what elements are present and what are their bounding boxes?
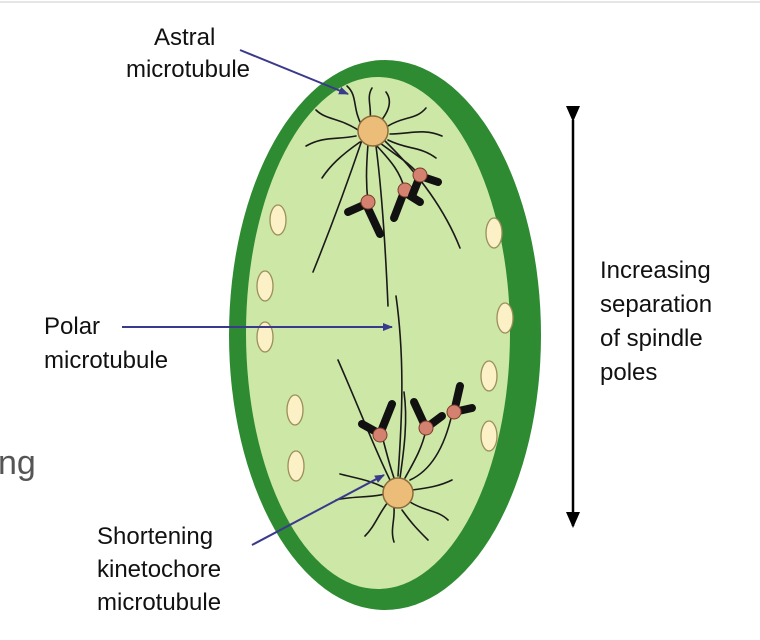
astral-label-line: Astral bbox=[154, 24, 215, 51]
cytoplasm bbox=[246, 77, 510, 589]
chromosome bbox=[408, 167, 442, 200]
lower-spindle-pole bbox=[382, 477, 414, 509]
separation-label-line: poles bbox=[600, 359, 657, 386]
chromosome bbox=[410, 398, 446, 436]
vesicle bbox=[480, 360, 498, 392]
upper-spindle-fibers bbox=[312, 139, 461, 307]
vesicle bbox=[496, 302, 514, 334]
astral-pointer-arrow bbox=[239, 49, 349, 95]
kinetochore-pointer-arrow bbox=[251, 474, 385, 546]
polar-label-line: Polar bbox=[44, 313, 100, 340]
separation-label: Increasing separation of spindle poles bbox=[600, 257, 719, 386]
separation-label-line: separation bbox=[600, 291, 712, 318]
astral-label: Astral microtubule bbox=[126, 24, 250, 83]
vesicle bbox=[287, 450, 305, 482]
kinetochore-label-line: kinetochore bbox=[97, 556, 221, 583]
separation-label-line: Increasing bbox=[600, 257, 711, 284]
chromosome bbox=[344, 194, 384, 238]
vesicles bbox=[256, 204, 514, 482]
vesicle bbox=[256, 321, 274, 353]
kinetochore bbox=[446, 404, 462, 420]
vesicle bbox=[485, 217, 503, 249]
astral-label-line: microtubule bbox=[126, 56, 250, 83]
lower-chromosomes bbox=[358, 382, 476, 443]
cropped-text-fragment: ng bbox=[0, 444, 36, 482]
polar-label: Polar microtubule bbox=[44, 313, 168, 374]
cell bbox=[229, 60, 541, 610]
chromosome bbox=[446, 382, 476, 420]
kinetochore bbox=[412, 167, 428, 183]
upper-astral-microtubules bbox=[305, 85, 443, 179]
vesicle bbox=[256, 270, 274, 302]
kinetochore bbox=[372, 427, 388, 443]
vesicle bbox=[480, 420, 498, 452]
kinetochore-label-line: Shortening bbox=[97, 523, 213, 550]
kinetochore bbox=[360, 194, 376, 210]
kinetochore-label-line: microtubule bbox=[97, 589, 221, 616]
vesicle bbox=[286, 394, 304, 426]
kinetochore-label: Shortening kinetochore microtubule bbox=[97, 523, 228, 616]
upper-chromosomes bbox=[344, 167, 442, 238]
separation-label-line: of spindle bbox=[600, 325, 703, 352]
upper-spindle-pole bbox=[357, 115, 389, 147]
polar-label-line: microtubule bbox=[44, 347, 168, 374]
vesicle bbox=[269, 204, 287, 236]
chromosome bbox=[358, 400, 396, 443]
kinetochore bbox=[418, 420, 434, 436]
